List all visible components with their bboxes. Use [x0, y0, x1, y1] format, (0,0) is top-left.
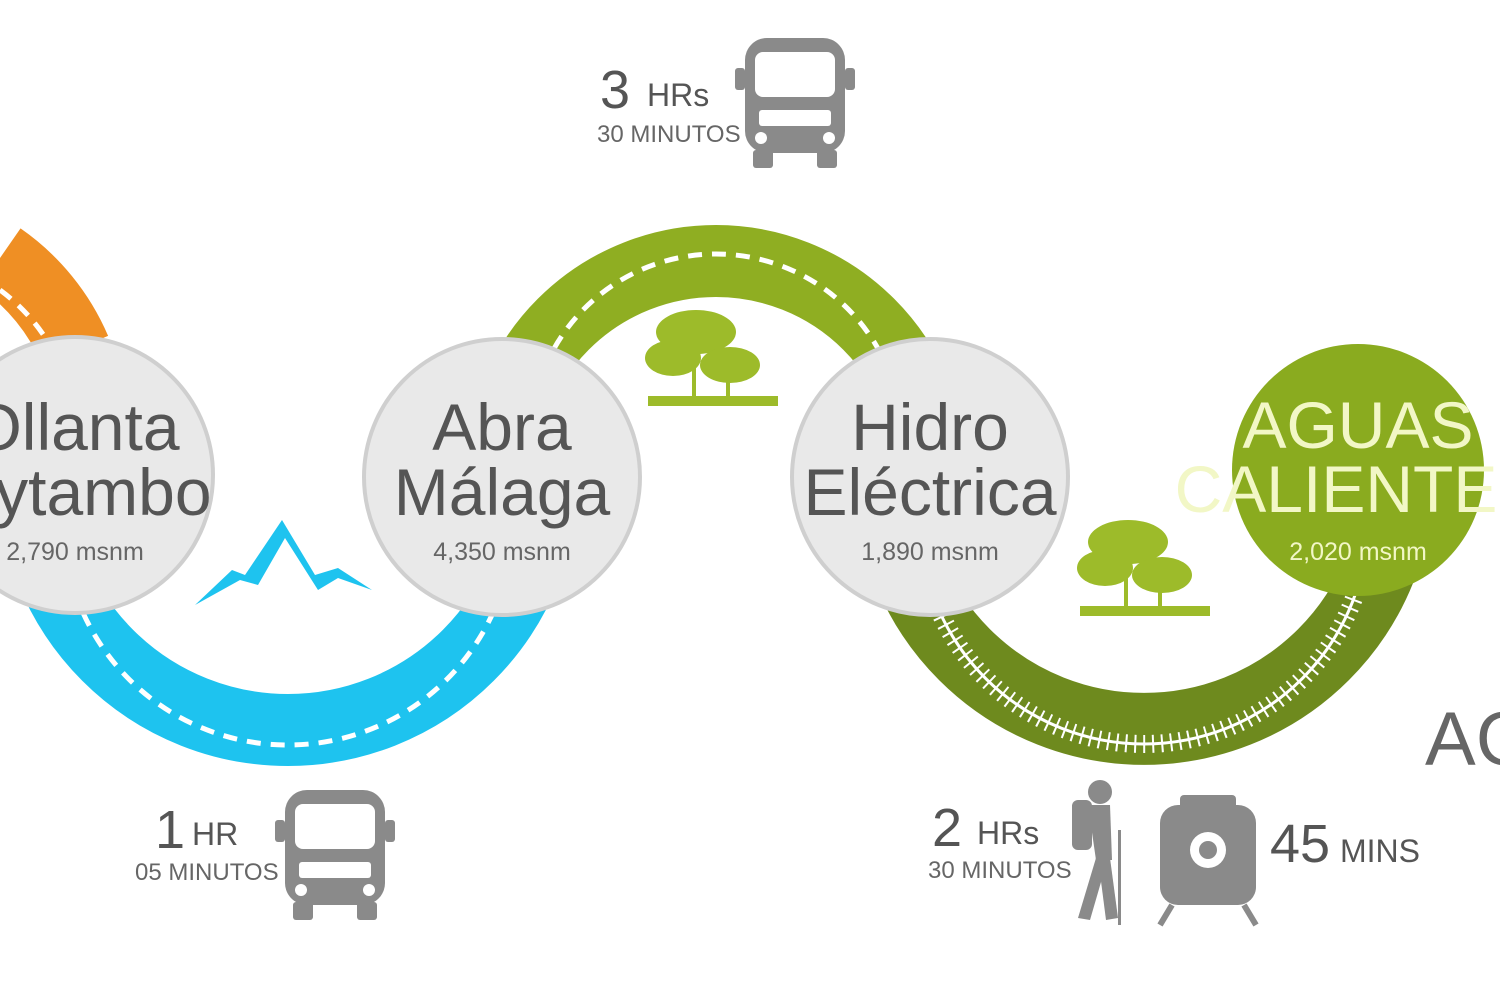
- stop-name: Abra: [432, 390, 572, 464]
- leg-hours: 2: [932, 798, 962, 858]
- stop-altitude: 4,350 msnm: [433, 538, 571, 566]
- leg-hours: 3: [600, 60, 630, 120]
- stop-name: CALIENTES: [1175, 452, 1500, 526]
- van-icon: [735, 38, 855, 168]
- hiker-icon: [1072, 780, 1121, 925]
- leg-3-duration: 2 HRs 30 MINUTOS: [928, 780, 1121, 925]
- stop-name: Ollanta: [0, 390, 180, 464]
- mountain-icon: [195, 520, 372, 605]
- leg-hours: 1: [155, 800, 185, 860]
- leg-2-duration: 3 HRs 30 MINUTOS: [597, 38, 855, 168]
- stop-aguas-calientes: AGUAS CALIENTES 2,020 msnm: [1175, 344, 1500, 596]
- stop-altitude: 1,890 msnm: [861, 538, 999, 566]
- stop-altitude: 2,020 msnm: [1289, 538, 1427, 566]
- leg-unit: HR: [192, 816, 238, 852]
- stop-hidroelectrica: Hidro Eléctrica 1,890 msnm: [790, 337, 1070, 617]
- stop-altitude: 2,790 msnm: [6, 538, 144, 566]
- leg-unit: HRs: [647, 77, 709, 113]
- stop-name: Eléctrica: [803, 455, 1056, 529]
- stop-name: Málaga: [394, 455, 611, 529]
- leg-unit: MINS: [1340, 833, 1420, 869]
- leg-minutes: 30 MINUTOS: [597, 121, 741, 148]
- stop-name: Hidro: [851, 390, 1009, 464]
- stop-abra-malaga: Abra Málaga 4,350 msnm: [362, 337, 642, 617]
- leg-1-duration: 1 HR 05 MINUTOS: [135, 790, 395, 920]
- trees-icon: [1077, 520, 1210, 616]
- leg-4-duration: 45 MINS: [1157, 795, 1420, 927]
- leg-unit: HRs: [977, 815, 1039, 851]
- leg-minutes-value: 45: [1270, 814, 1330, 874]
- van-icon: [275, 790, 395, 920]
- train-icon: [1157, 795, 1259, 927]
- leg-minutes: 05 MINUTOS: [135, 859, 279, 886]
- leg-minutes: 30 MINUTOS: [928, 857, 1072, 884]
- cut-off-label: AGU: [1425, 697, 1500, 782]
- trees-icon: [645, 310, 778, 406]
- stop-name: AGUAS: [1242, 388, 1473, 462]
